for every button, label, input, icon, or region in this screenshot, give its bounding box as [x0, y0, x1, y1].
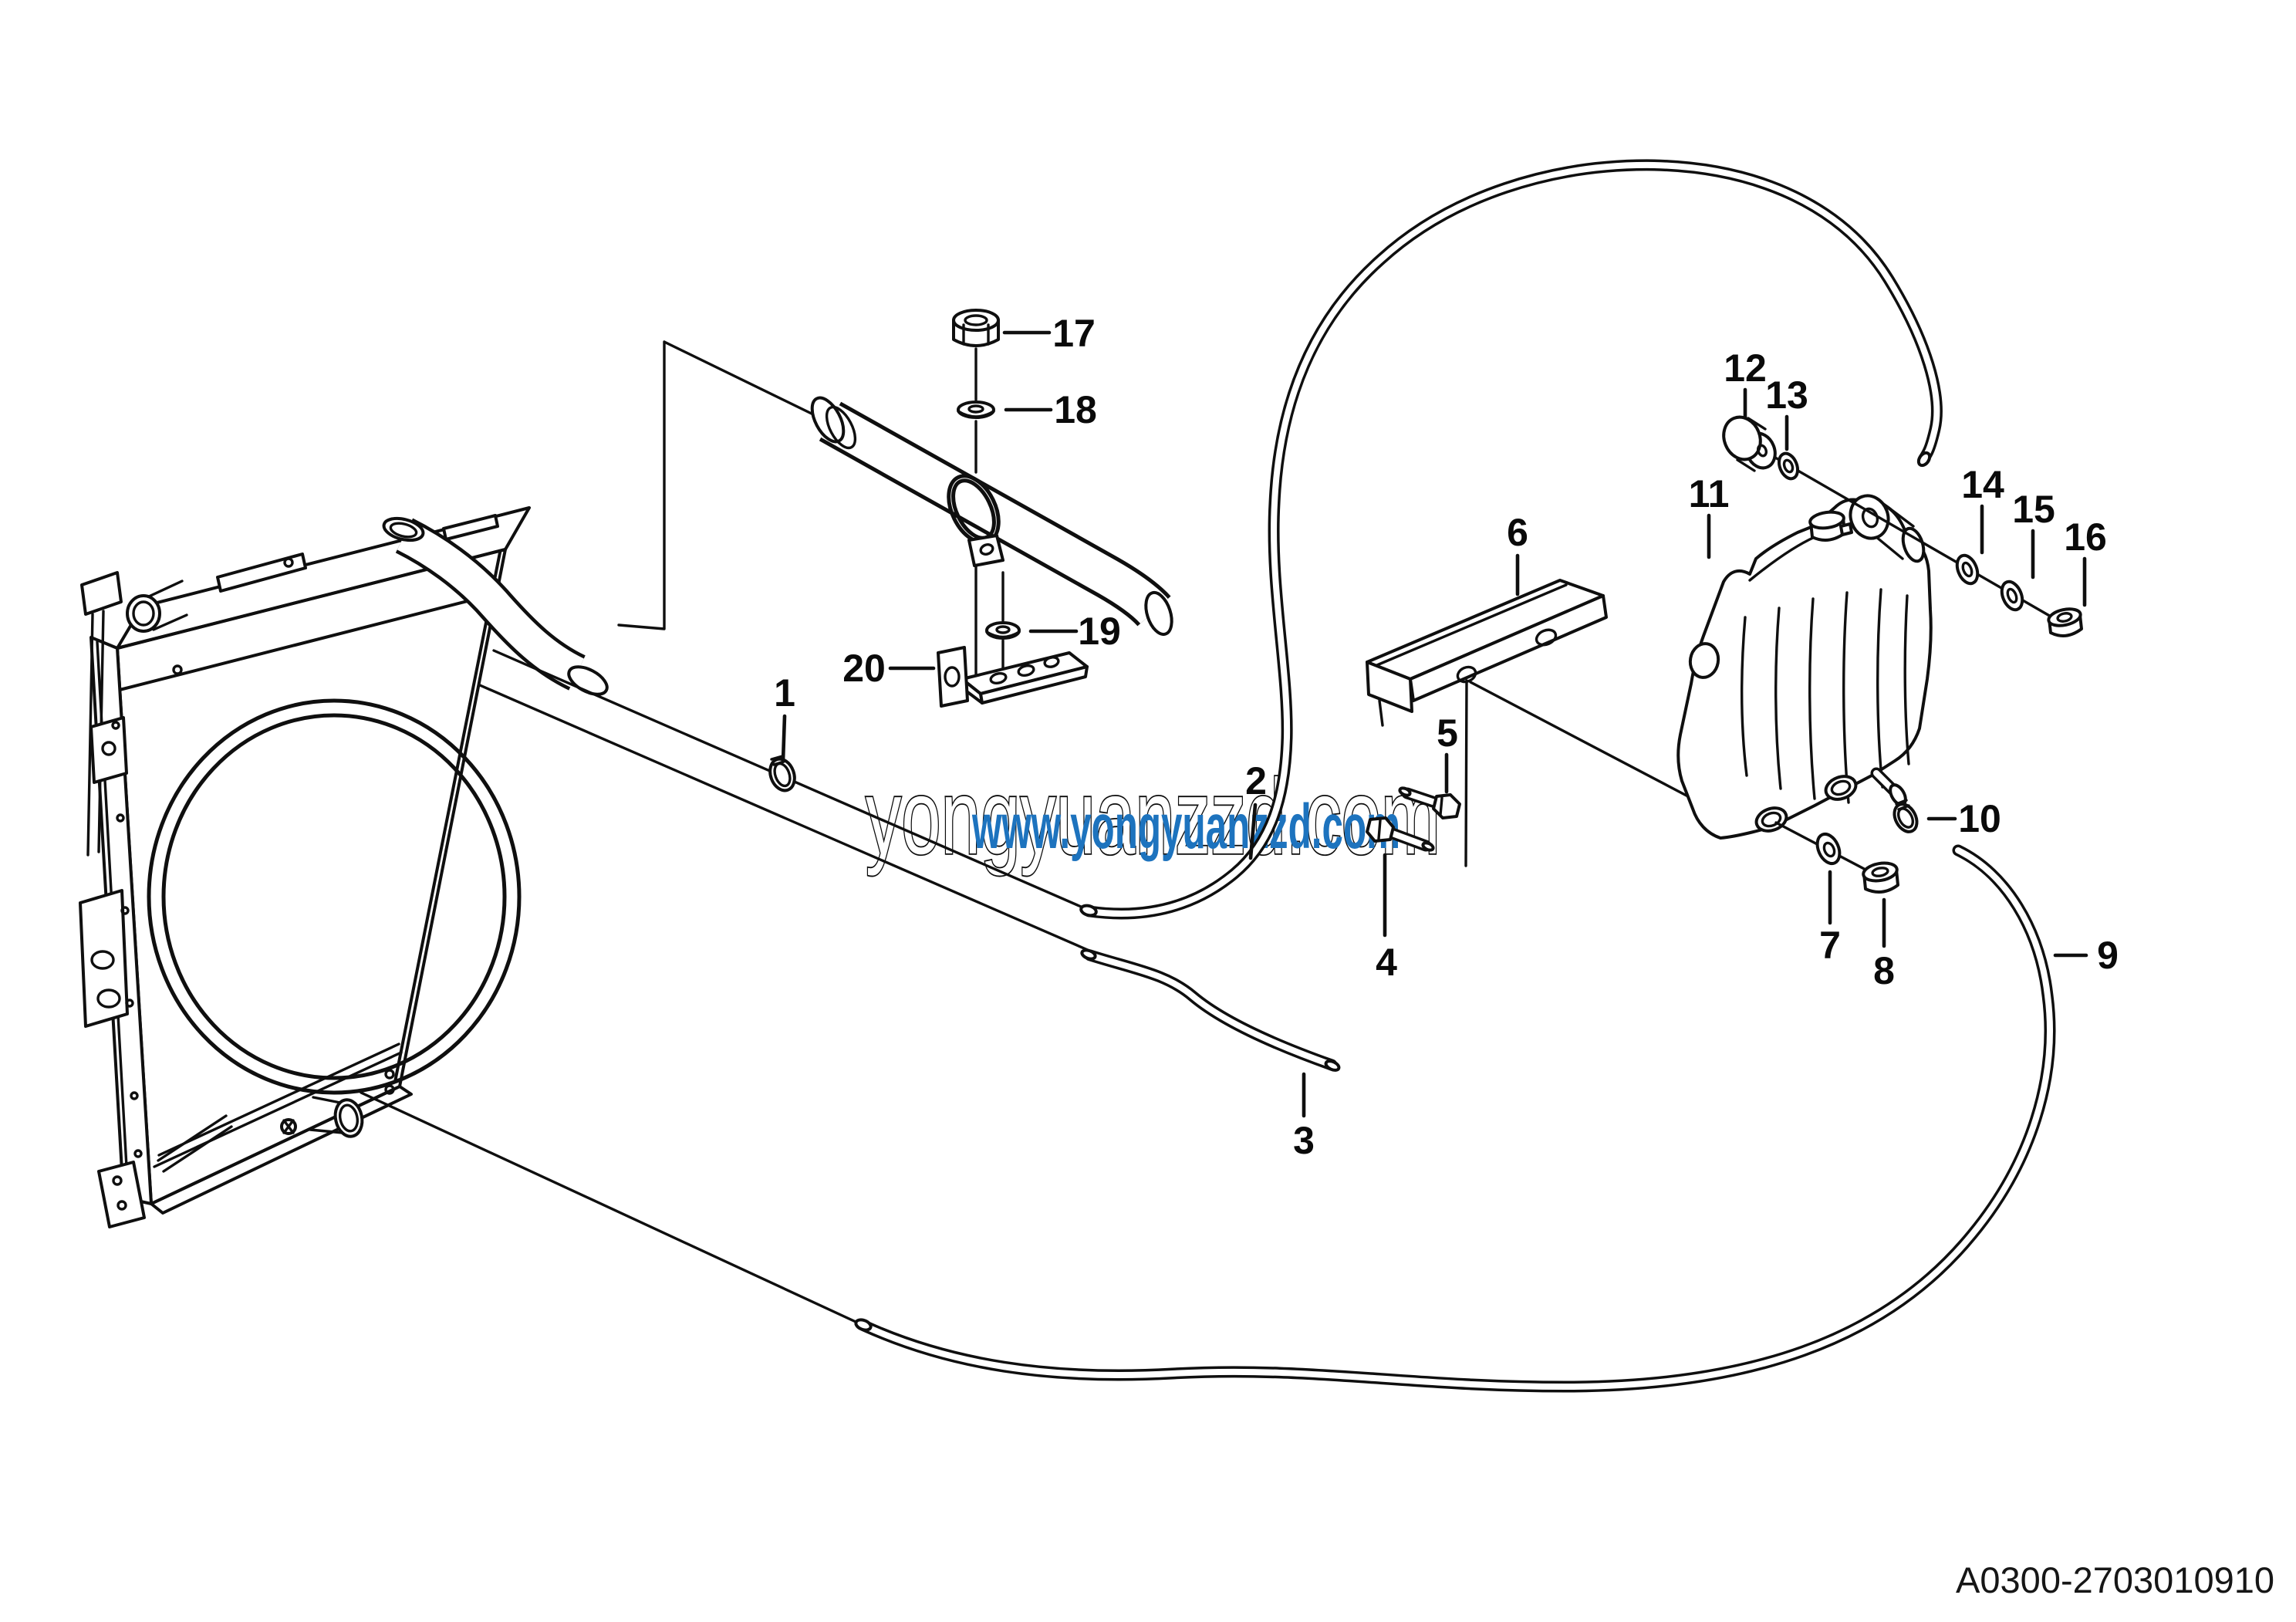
callout-17: 17 — [1052, 312, 1096, 355]
hose-open-end — [567, 665, 609, 696]
tank-lower-hardware — [1774, 799, 1919, 894]
bolt-4 — [1366, 816, 1435, 852]
hose-clamp-1 — [768, 755, 796, 792]
tank-outlet-nipple — [1870, 767, 1907, 806]
callout-20: 20 — [842, 647, 886, 690]
callout-16: 16 — [2064, 515, 2107, 559]
callout-5: 5 — [1437, 711, 1458, 755]
upper-radiator-hose — [382, 516, 609, 696]
callout-3: 3 — [1293, 1119, 1315, 1162]
bracket-20 — [937, 646, 1089, 708]
washer-14 — [1955, 553, 1980, 586]
drawing-number: A0300-2703010910 — [1956, 1559, 2274, 1600]
callout-15: 15 — [2012, 488, 2055, 531]
projection-lines — [617, 340, 816, 630]
expansion-tank-11 — [1676, 494, 1933, 840]
tank-upper-hardware — [1722, 415, 2083, 637]
radiator-side-bracket-upper — [89, 716, 128, 784]
nut-16 — [2047, 607, 2083, 637]
radiator-assembly — [79, 506, 531, 1228]
hose-clamp-10 — [1893, 799, 1919, 833]
washer-13 — [1777, 451, 1800, 481]
radiator-foot-bracket — [97, 1161, 146, 1228]
tank-filler-cap — [1808, 510, 1853, 542]
overflow-hose-3 — [1080, 948, 1341, 1072]
callout-13: 13 — [1765, 373, 1808, 417]
overflow-lines — [360, 649, 1091, 1327]
tank-body — [1676, 498, 1933, 840]
callout-8: 8 — [1873, 949, 1895, 992]
callout-2: 2 — [1245, 759, 1267, 803]
callout-9: 9 — [2097, 934, 2119, 977]
bushing-12 — [1722, 415, 1777, 472]
watermark-brand-text: yongyuanzzd.com — [866, 758, 1440, 877]
callout-10: 10 — [1958, 797, 2001, 840]
mounting-bracket-6 — [1366, 579, 1719, 867]
nut-17 — [952, 309, 1000, 347]
callout-labels: 1 2 3 4 5 6 7 8 9 10 11 12 13 14 15 16 1… — [774, 312, 2119, 1162]
callout-11: 11 — [1689, 472, 1730, 515]
overflow-hose-2 — [1079, 159, 1943, 920]
callout-1: 1 — [774, 671, 795, 715]
radiator-bottom-tank — [150, 1085, 413, 1215]
callout-18: 18 — [1054, 388, 1097, 431]
callout-4: 4 — [1376, 941, 1397, 984]
fan-shroud-ring — [147, 698, 522, 1095]
radiator-core-face — [116, 548, 507, 1205]
callout-19: 19 — [1078, 610, 1121, 653]
washer-19 — [985, 571, 1021, 671]
callout-12: 12 — [1724, 346, 1767, 390]
nut-8 — [1862, 861, 1899, 894]
washer-18 — [957, 400, 995, 419]
callout-14: 14 — [1961, 463, 2004, 506]
watermark: yongyuanzzd.com www.yongyuanzzd.com — [864, 756, 1442, 878]
drain-line — [360, 1091, 866, 1327]
watermark-url-text: www.yongyuanzzd.com — [971, 792, 1400, 862]
callout-leaders — [781, 330, 2088, 1118]
water-pipe-assembly — [810, 309, 1173, 708]
overflow-line-lower — [478, 684, 1091, 952]
washer-15 — [2000, 580, 2024, 612]
callout-6: 6 — [1507, 511, 1528, 554]
bolt-5 — [1398, 786, 1461, 819]
return-hose-9 — [854, 844, 2056, 1393]
washer-7 — [1815, 832, 1842, 866]
callout-7: 7 — [1819, 924, 1841, 967]
pipe-clamp-foot — [967, 534, 1004, 567]
pipe-elbow-end — [1144, 590, 1173, 637]
